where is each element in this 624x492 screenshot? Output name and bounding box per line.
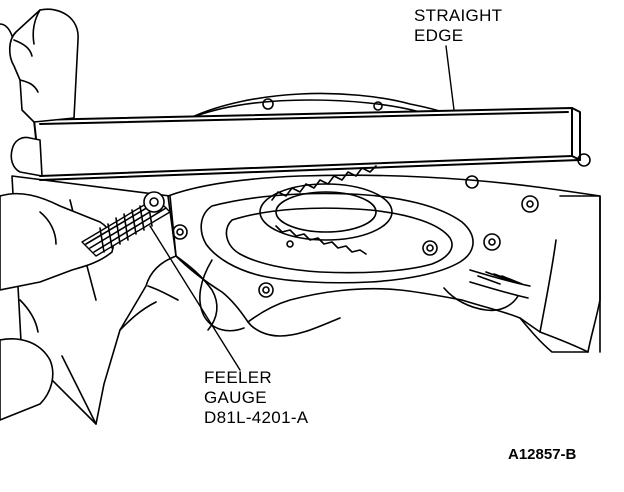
- feeler-gauge-label-line-1: FEELER: [204, 368, 272, 387]
- leader-lines: [149, 45, 455, 371]
- straight-edge: [33, 107, 581, 181]
- straight-edge-leader: [445, 45, 455, 111]
- hand-holding-straight-edge: [0, 8, 79, 177]
- pump-housing: [167, 92, 601, 353]
- feeler-gauge-label-line-2: GAUGE: [204, 388, 267, 407]
- feeler-gauge-part-number: D81L-4201-A: [204, 408, 309, 427]
- figure-id: A12857-B: [508, 446, 577, 463]
- feeler-gauge-leader: [149, 225, 241, 371]
- straight-edge-label-line-2: EDGE: [414, 26, 464, 45]
- straight-edge-label: STRAIGHT EDGE: [414, 6, 502, 46]
- feeler-gauge-label: FEELER GAUGE D81L-4201-A: [204, 368, 308, 428]
- straight-edge-label-line-1: STRAIGHT: [414, 6, 503, 25]
- feeler-gauge: [81, 191, 171, 257]
- hand-holding-feeler-gauge: [0, 192, 115, 421]
